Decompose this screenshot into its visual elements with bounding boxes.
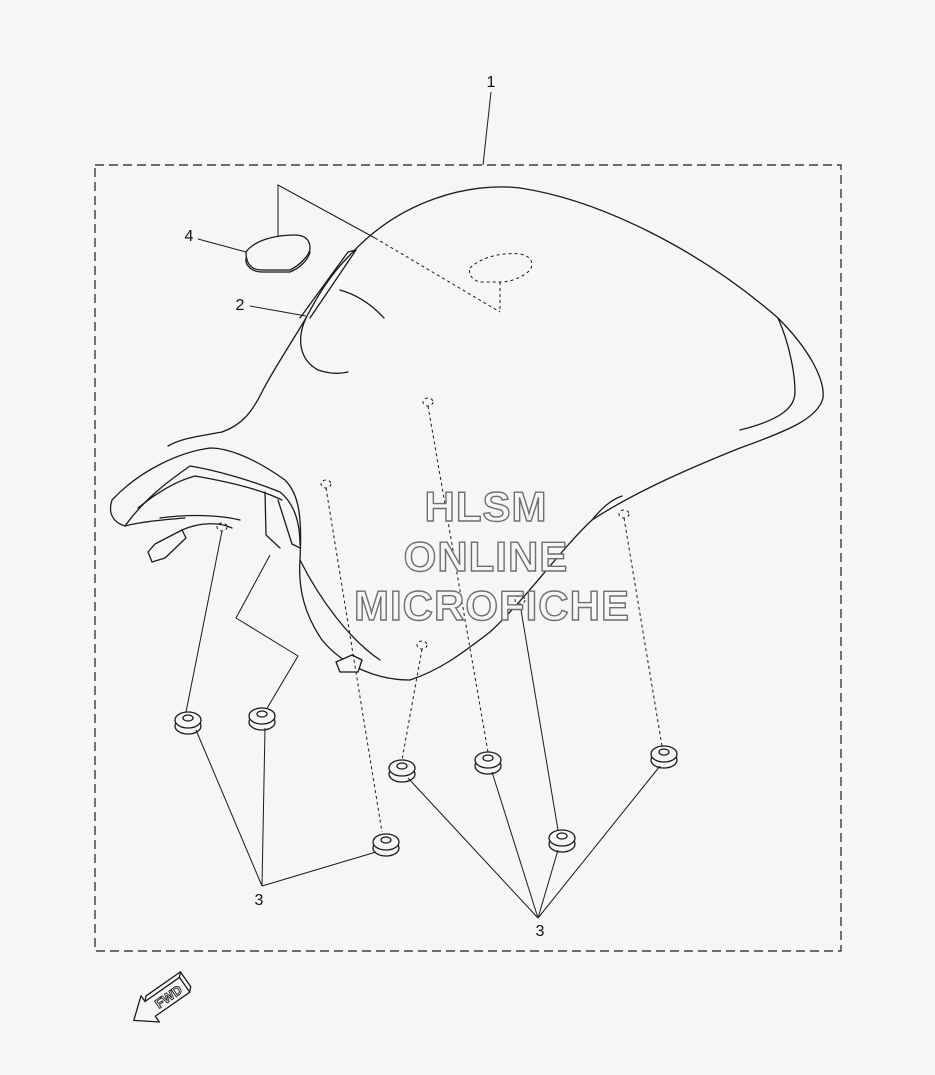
callout-damper-right: 3 [536,923,545,940]
emblem-part [245,184,533,313]
leader-damper-left [195,727,377,887]
callout-emblem: 4 [185,228,194,245]
damper [248,707,276,731]
svg-text:HLSM: HLSM [425,483,548,530]
damper [474,751,502,775]
callout-damper-left: 3 [255,892,264,909]
watermark: HLSM ONLINE MICROFICHE [353,482,630,629]
damper [650,745,678,769]
leader-damper-right [407,765,661,919]
leader-emblem [197,238,247,253]
assembly-lines [185,405,663,833]
fwd-direction-arrow: FWD [133,971,192,1023]
callout-seat-assembly: 1 [487,74,496,91]
damper [548,829,576,853]
leader-seat-cover [249,305,307,317]
callout-seat-cover: 2 [236,297,245,314]
damper [174,711,202,735]
svg-text:ONLINE: ONLINE [404,533,569,580]
svg-text:MICROFICHE: MICROFICHE [354,582,630,629]
leader-seat-assembly [482,91,492,166]
assembly-boundary [94,164,842,952]
rubber-dampers [174,707,678,857]
damper [372,833,400,857]
damper [388,759,416,783]
